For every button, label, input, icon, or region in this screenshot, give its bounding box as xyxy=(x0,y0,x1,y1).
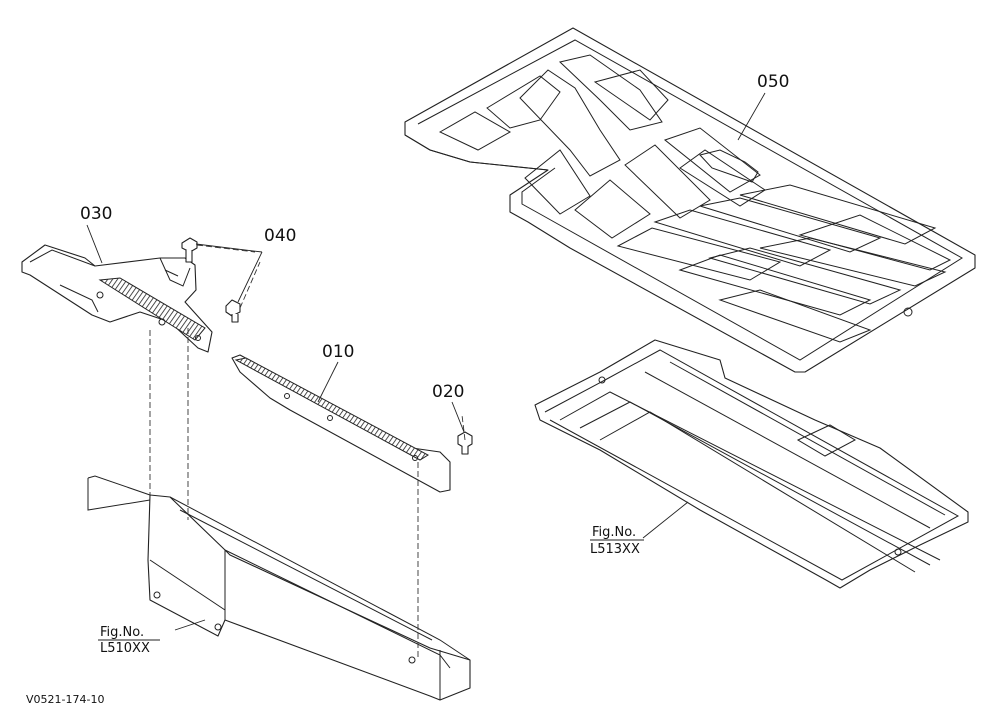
leader-lines xyxy=(86,92,766,631)
fig-ref-right-line1: Fig.No. xyxy=(592,525,636,540)
fig-ref-left-line2: L510XX xyxy=(100,641,150,656)
frame-l510xx xyxy=(87,475,471,701)
fig-ref-left-line1: Fig.No. xyxy=(100,625,144,640)
bolt-040-top xyxy=(181,237,198,263)
floor-mat-050 xyxy=(404,27,976,373)
part-label-040: 040 xyxy=(264,226,296,246)
bolt-040-side xyxy=(225,299,241,323)
fig-ref-right-line2: L513XX xyxy=(590,542,640,557)
part-label-030: 030 xyxy=(80,204,112,224)
part-label-020: 020 xyxy=(432,382,464,402)
tread-plate-010 xyxy=(231,354,451,493)
drawing-code: V0521-174-10 xyxy=(26,693,104,706)
bolt-020 xyxy=(457,431,473,455)
assembly-lines xyxy=(149,244,466,660)
part-label-050: 050 xyxy=(757,72,789,92)
part-label-010: 010 xyxy=(322,342,354,362)
step-bracket-030 xyxy=(21,244,213,353)
floor-plate-l513xx xyxy=(534,339,969,589)
